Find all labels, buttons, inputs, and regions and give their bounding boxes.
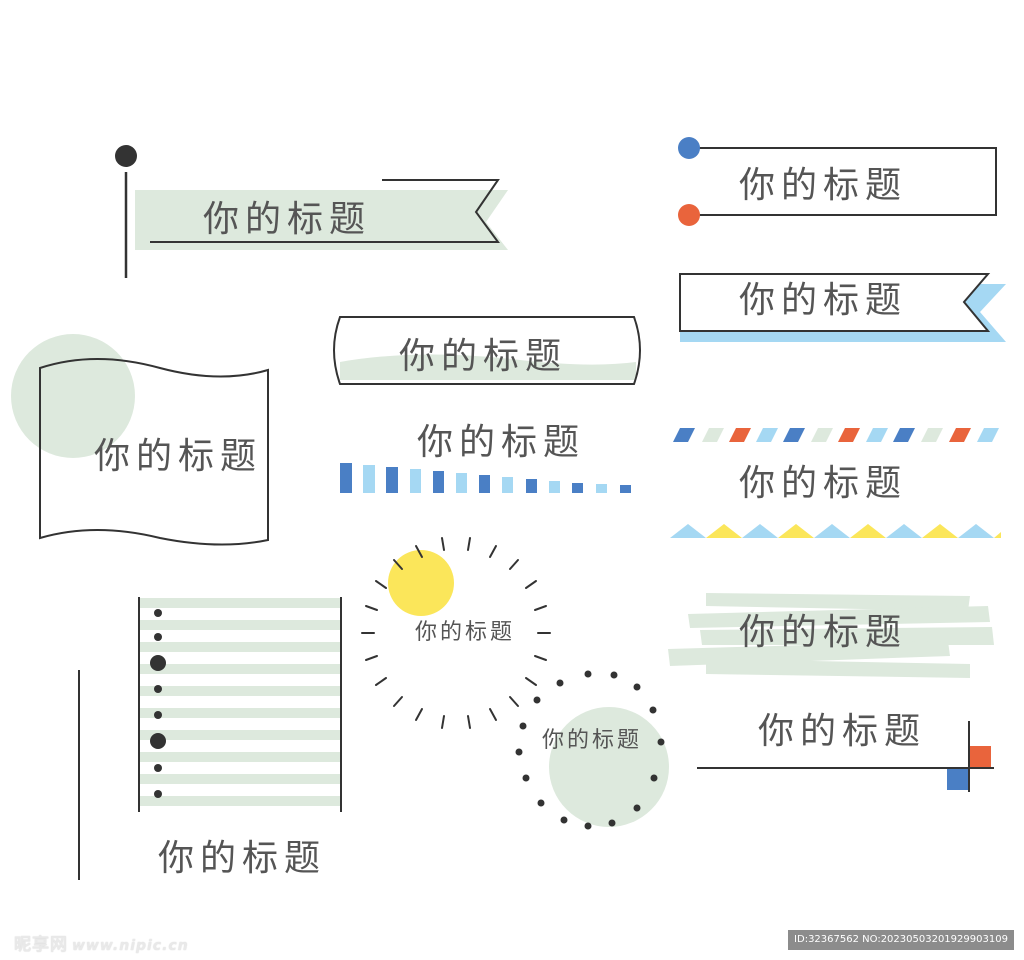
title-card-dot-box: 你的标题 [678,137,997,226]
title-card-corner-squares: 你的标题 [697,711,994,792]
watermark-url: www.nipic.cn [72,938,189,954]
watermark-brand-name: 昵享网 [14,935,68,955]
title-card-notebook: 你的标题 [78,597,342,880]
sun-icon [388,550,454,616]
title-text: 你的标题 [158,838,326,879]
title-card-brush: 你的标题 [668,593,994,678]
title-card-airmail: 你的标题 [670,428,1001,538]
title-card-blue-banner: 你的标题 [679,273,1006,342]
pin-dot-icon [115,145,137,167]
orange-dot-icon [678,204,700,226]
orange-square-icon [969,746,991,768]
title-card-capsule: 你的标题 [333,316,641,385]
title-text: 你的标题 [417,422,585,463]
title-card-sunburst: 你的标题 [361,537,551,729]
watermark-id: ID:32367562 NO:20230503201929903109 [788,930,1014,950]
title-text: 你的标题 [94,436,262,477]
title-text: 你的标题 [758,711,926,752]
title-text: 你的标题 [739,463,907,504]
title-text: 你的标题 [542,728,642,753]
title-card-wave-flag: 你的标题 [11,334,269,546]
title-card-bar-strip: 你的标题 [340,422,631,493]
title-text: 你的标题 [203,199,371,240]
title-card-dot-ring: 你的标题 [515,670,669,830]
title-card-pin-ribbon: 你的标题 [115,145,508,278]
title-text: 你的标题 [399,336,567,377]
blue-dot-icon [678,137,700,159]
blue-square-icon [947,768,969,790]
title-text: 你的标题 [415,620,515,645]
title-text: 你的标题 [739,612,907,653]
title-text: 你的标题 [739,165,907,206]
title-text: 你的标题 [739,280,907,321]
